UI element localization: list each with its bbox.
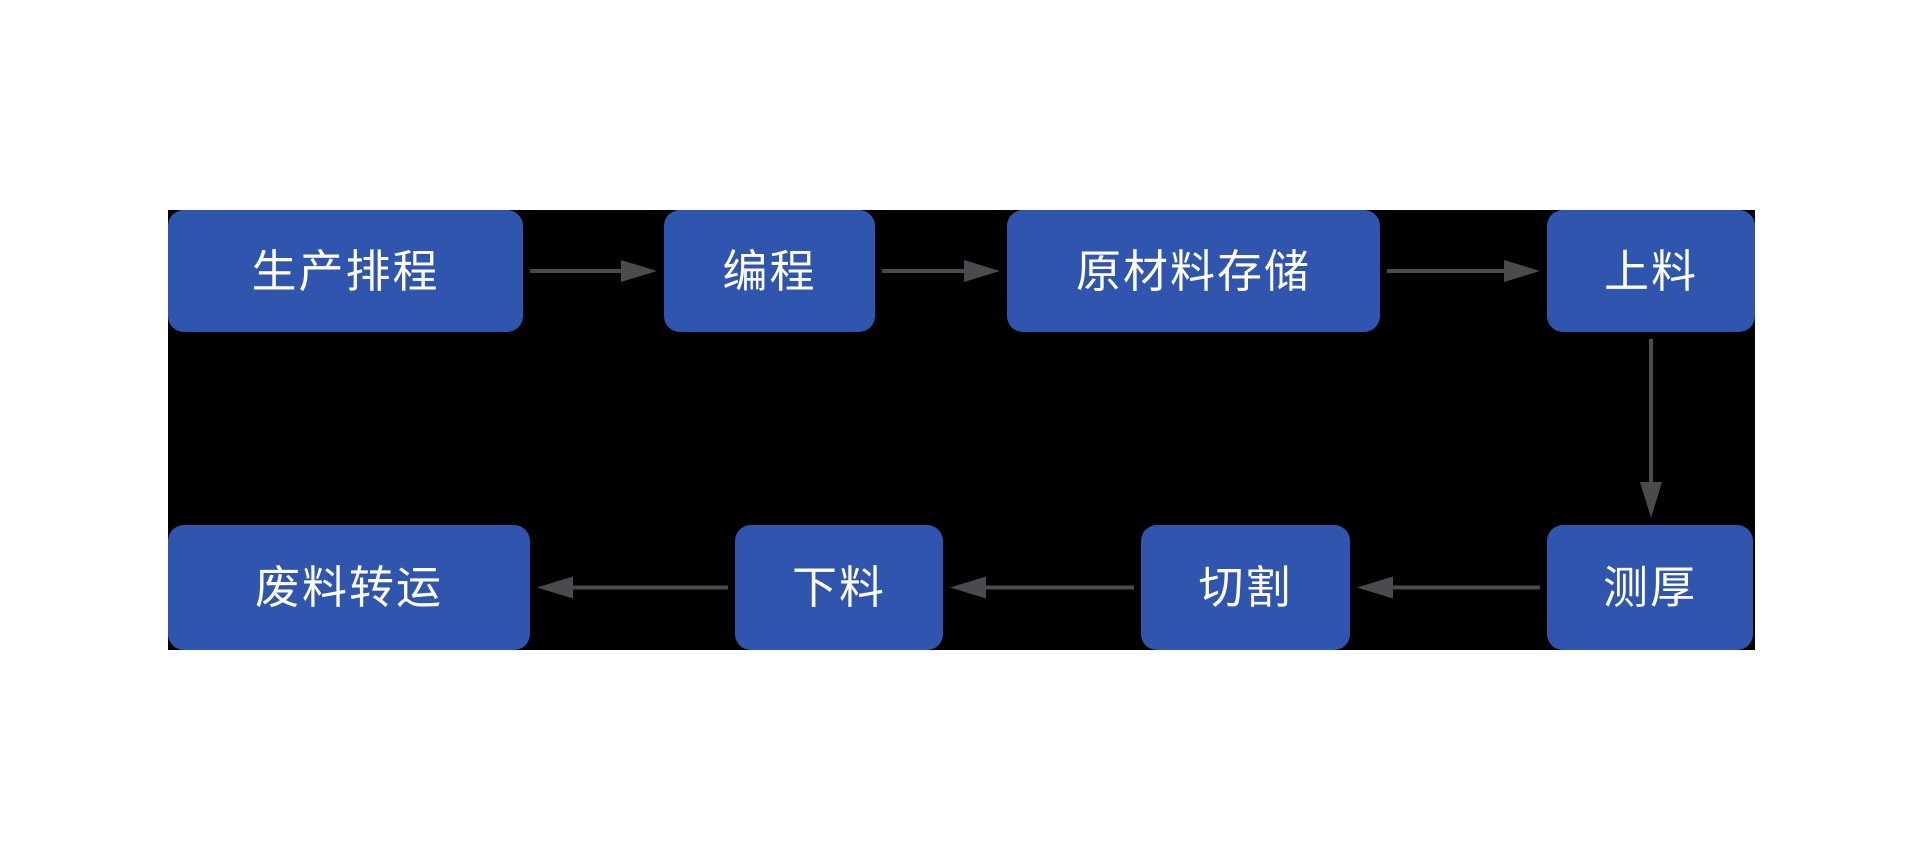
node-scheduling[interactable]: 生产排程 [168,210,523,332]
node-scrap-transfer[interactable]: 废料转运 [168,525,530,650]
node-raw-storage[interactable]: 原材料存储 [1007,210,1380,332]
node-label: 下料 [791,562,886,613]
node-label: 测厚 [1602,562,1697,613]
node-label: 原材料存储 [1075,245,1311,297]
node-label: 编程 [722,245,817,297]
node-label: 上料 [1603,245,1698,297]
node-programming[interactable]: 编程 [664,210,875,332]
node-label: 生产排程 [251,245,440,297]
node-unloading[interactable]: 下料 [735,525,943,650]
node-cutting[interactable]: 切割 [1141,525,1350,650]
node-loading[interactable]: 上料 [1547,210,1755,332]
node-thickness-check[interactable]: 测厚 [1547,525,1753,650]
node-label: 废料转运 [254,562,443,613]
node-label: 切割 [1198,562,1293,613]
